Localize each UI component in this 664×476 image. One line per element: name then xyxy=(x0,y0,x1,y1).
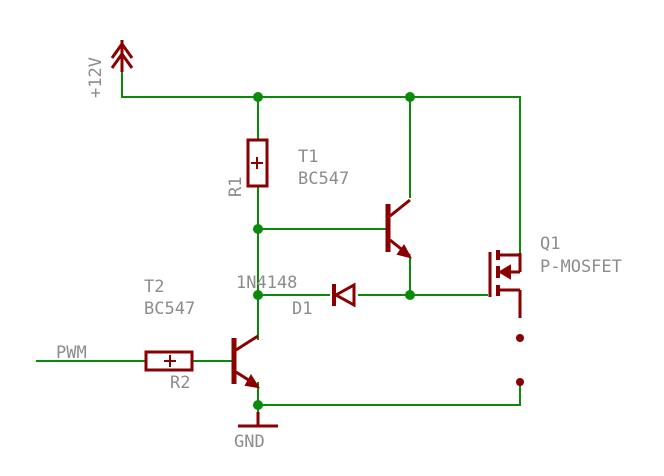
wire-ground-return xyxy=(258,382,521,406)
junctions xyxy=(253,92,415,410)
wires xyxy=(36,72,521,425)
resistor-r1 xyxy=(246,138,269,188)
junction-t1-emitter xyxy=(405,290,415,300)
ground-symbol xyxy=(238,412,278,428)
junction-r1-top xyxy=(253,92,263,102)
junction-diode-anode xyxy=(253,290,263,300)
d1-name: D1 xyxy=(292,299,312,319)
t1-name: T1 xyxy=(298,147,318,167)
q1-name: Q1 xyxy=(540,234,560,254)
t1-type: BC547 xyxy=(298,169,349,189)
pwm-label: PWM xyxy=(56,343,87,363)
open-terminals xyxy=(516,334,524,386)
mosfet-q1 xyxy=(488,250,522,318)
r2-label: R2 xyxy=(170,373,190,393)
wire-supply-rail xyxy=(121,72,521,253)
junction-t1-base xyxy=(253,224,263,234)
supply-symbol xyxy=(110,40,134,72)
resistor-r2 xyxy=(144,350,194,372)
diode-d1 xyxy=(332,282,356,308)
d1-type: 1N4148 xyxy=(236,273,297,293)
junction-t1-collector xyxy=(405,92,415,102)
transistor-t2 xyxy=(231,334,261,389)
supply-label: +12V xyxy=(86,57,106,98)
r1-label: R1 xyxy=(226,177,246,197)
t2-type: BC547 xyxy=(144,299,195,319)
ground-label: GND xyxy=(234,432,265,452)
junction-ground xyxy=(253,400,263,410)
q1-type: P-MOSFET xyxy=(540,257,622,277)
transistor-t1 xyxy=(385,198,412,259)
t2-name: T2 xyxy=(144,277,164,297)
